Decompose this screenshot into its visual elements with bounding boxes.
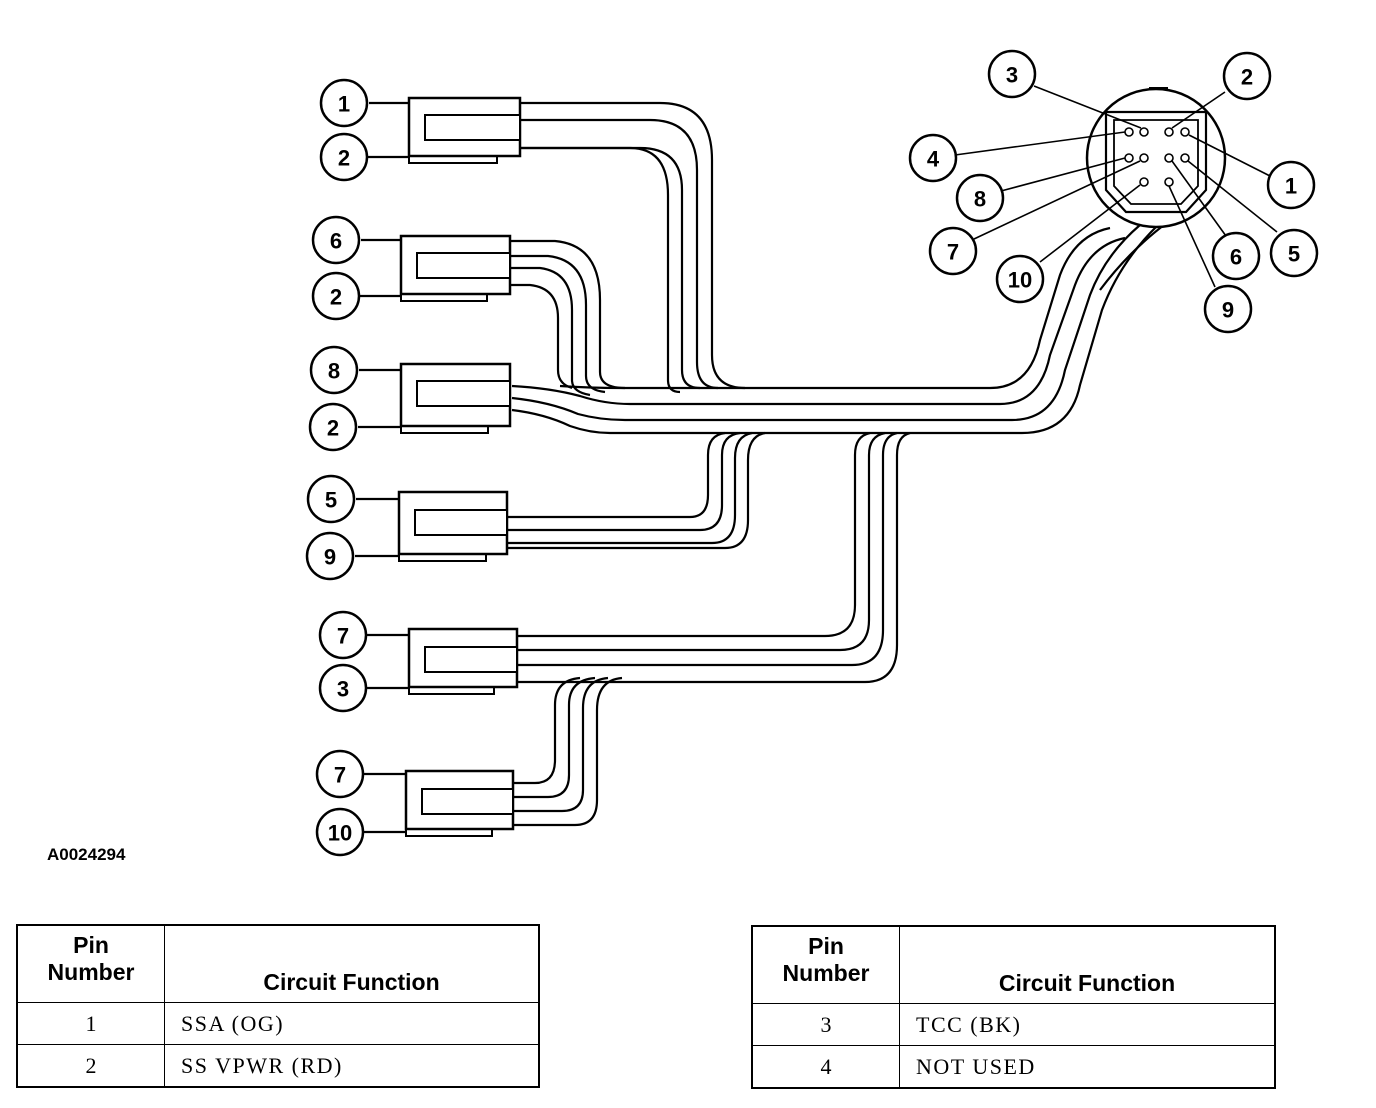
table-row: 2 SS VPWR (RD) [16, 1044, 540, 1088]
callout-label: 10 [328, 821, 352, 846]
circuit-function-cell: SS VPWR (RD) [164, 1044, 540, 1088]
main-round-connector [1085, 87, 1227, 229]
main-callout-label: 5 [1288, 242, 1300, 267]
pin-function-table-left: Pin Number Circuit Function 1 SSA (OG) 2… [16, 924, 540, 1088]
pin-hole [1139, 177, 1149, 187]
callout-circle [1203, 284, 1253, 334]
pin-hole [1124, 153, 1134, 163]
connector-callouts [355, 101, 409, 834]
callout-label: 2 [330, 285, 342, 310]
connector-5-body [407, 627, 519, 695]
figure-id: A0024294 [47, 845, 126, 864]
callout-circle [309, 345, 359, 395]
callout-circle [318, 663, 368, 713]
callout-circle [1269, 228, 1319, 278]
main-callout-label: 10 [1008, 268, 1032, 293]
wiring-harness-diagram: 1 2 6 2 8 2 5 9 7 3 7 10 [305, 49, 1319, 857]
harness-wires [507, 101, 1169, 827]
connector-4-body [397, 490, 509, 562]
callout-label: 7 [337, 624, 349, 649]
main-callout-label: 2 [1241, 65, 1253, 90]
table-row: 4 NOT USED [751, 1045, 1276, 1089]
callout-circle [1222, 51, 1272, 101]
pin-number-header: Pin Number [751, 925, 900, 1004]
pin-function-table-right: Pin Number Circuit Function 3 TCC (BK) 4… [751, 925, 1276, 1089]
connector-2-body [399, 234, 512, 302]
connector-bodies [397, 96, 522, 837]
main-callout-label: 6 [1230, 245, 1242, 270]
main-callout-label: 9 [1222, 298, 1234, 323]
callout-label: 7 [334, 763, 346, 788]
callout-circle [908, 133, 958, 183]
circuit-function-cell: NOT USED [899, 1045, 1276, 1089]
callout-circle [1211, 231, 1261, 281]
circuit-function-cell: SSA (OG) [164, 1002, 540, 1045]
callout-label: 2 [327, 416, 339, 441]
callout-circle [315, 807, 365, 857]
callout-circle [1266, 160, 1316, 210]
connector-3-body [399, 362, 512, 434]
main-callout-label: 4 [927, 147, 940, 172]
pin-hole [1124, 127, 1134, 137]
pin-hole [1139, 127, 1149, 137]
callout-circle [995, 254, 1045, 304]
circuit-function-header: Circuit Function [899, 925, 1276, 1004]
callout-circle [311, 271, 361, 321]
callout-circle [318, 610, 368, 660]
callout-label: 8 [328, 359, 340, 384]
callout-circle [315, 749, 365, 799]
circuit-function-cell: TCC (BK) [899, 1003, 1276, 1046]
callout-circle [319, 78, 369, 128]
table-header-row: Pin Number Circuit Function [16, 924, 540, 1003]
pin-hole [1180, 153, 1190, 163]
callout-label: 6 [330, 229, 342, 254]
callout-label: 1 [338, 92, 350, 117]
connector-1-body [407, 96, 522, 164]
connector-6-body [404, 769, 515, 837]
pin-number-cell: 3 [751, 1003, 900, 1046]
pin-number-cell: 2 [16, 1044, 165, 1088]
callout-circle [928, 226, 978, 276]
callout-circle [955, 173, 1005, 223]
callout-label: 9 [324, 545, 336, 570]
pin-hole [1180, 127, 1190, 137]
callout-circle [308, 402, 358, 452]
callout-label: 5 [325, 488, 337, 513]
callout-label: 3 [337, 677, 349, 702]
callout-circle [987, 49, 1037, 99]
main-callout-label: 8 [974, 187, 986, 212]
callout-circle [319, 132, 369, 182]
callout-label: 2 [338, 146, 350, 171]
pin-hole [1164, 153, 1174, 163]
pin-hole [1164, 127, 1174, 137]
pin-hole [1139, 153, 1149, 163]
pin-hole [1164, 177, 1174, 187]
callout-circle [306, 474, 356, 524]
table-header-row: Pin Number Circuit Function [751, 925, 1276, 1004]
callout-circle [305, 531, 355, 581]
main-callout-label: 7 [947, 240, 959, 265]
pin-number-cell: 4 [751, 1045, 900, 1089]
table-row: 3 TCC (BK) [751, 1003, 1276, 1046]
pin-number-header: Pin Number [16, 924, 165, 1003]
callout-circle [311, 215, 361, 265]
table-row: 1 SSA (OG) [16, 1002, 540, 1045]
circuit-function-header: Circuit Function [164, 924, 540, 1003]
main-callout-label: 1 [1285, 174, 1297, 199]
main-callout-label: 3 [1006, 63, 1018, 88]
pin-number-cell: 1 [16, 1002, 165, 1045]
main-connector-leaders [954, 85, 1278, 288]
